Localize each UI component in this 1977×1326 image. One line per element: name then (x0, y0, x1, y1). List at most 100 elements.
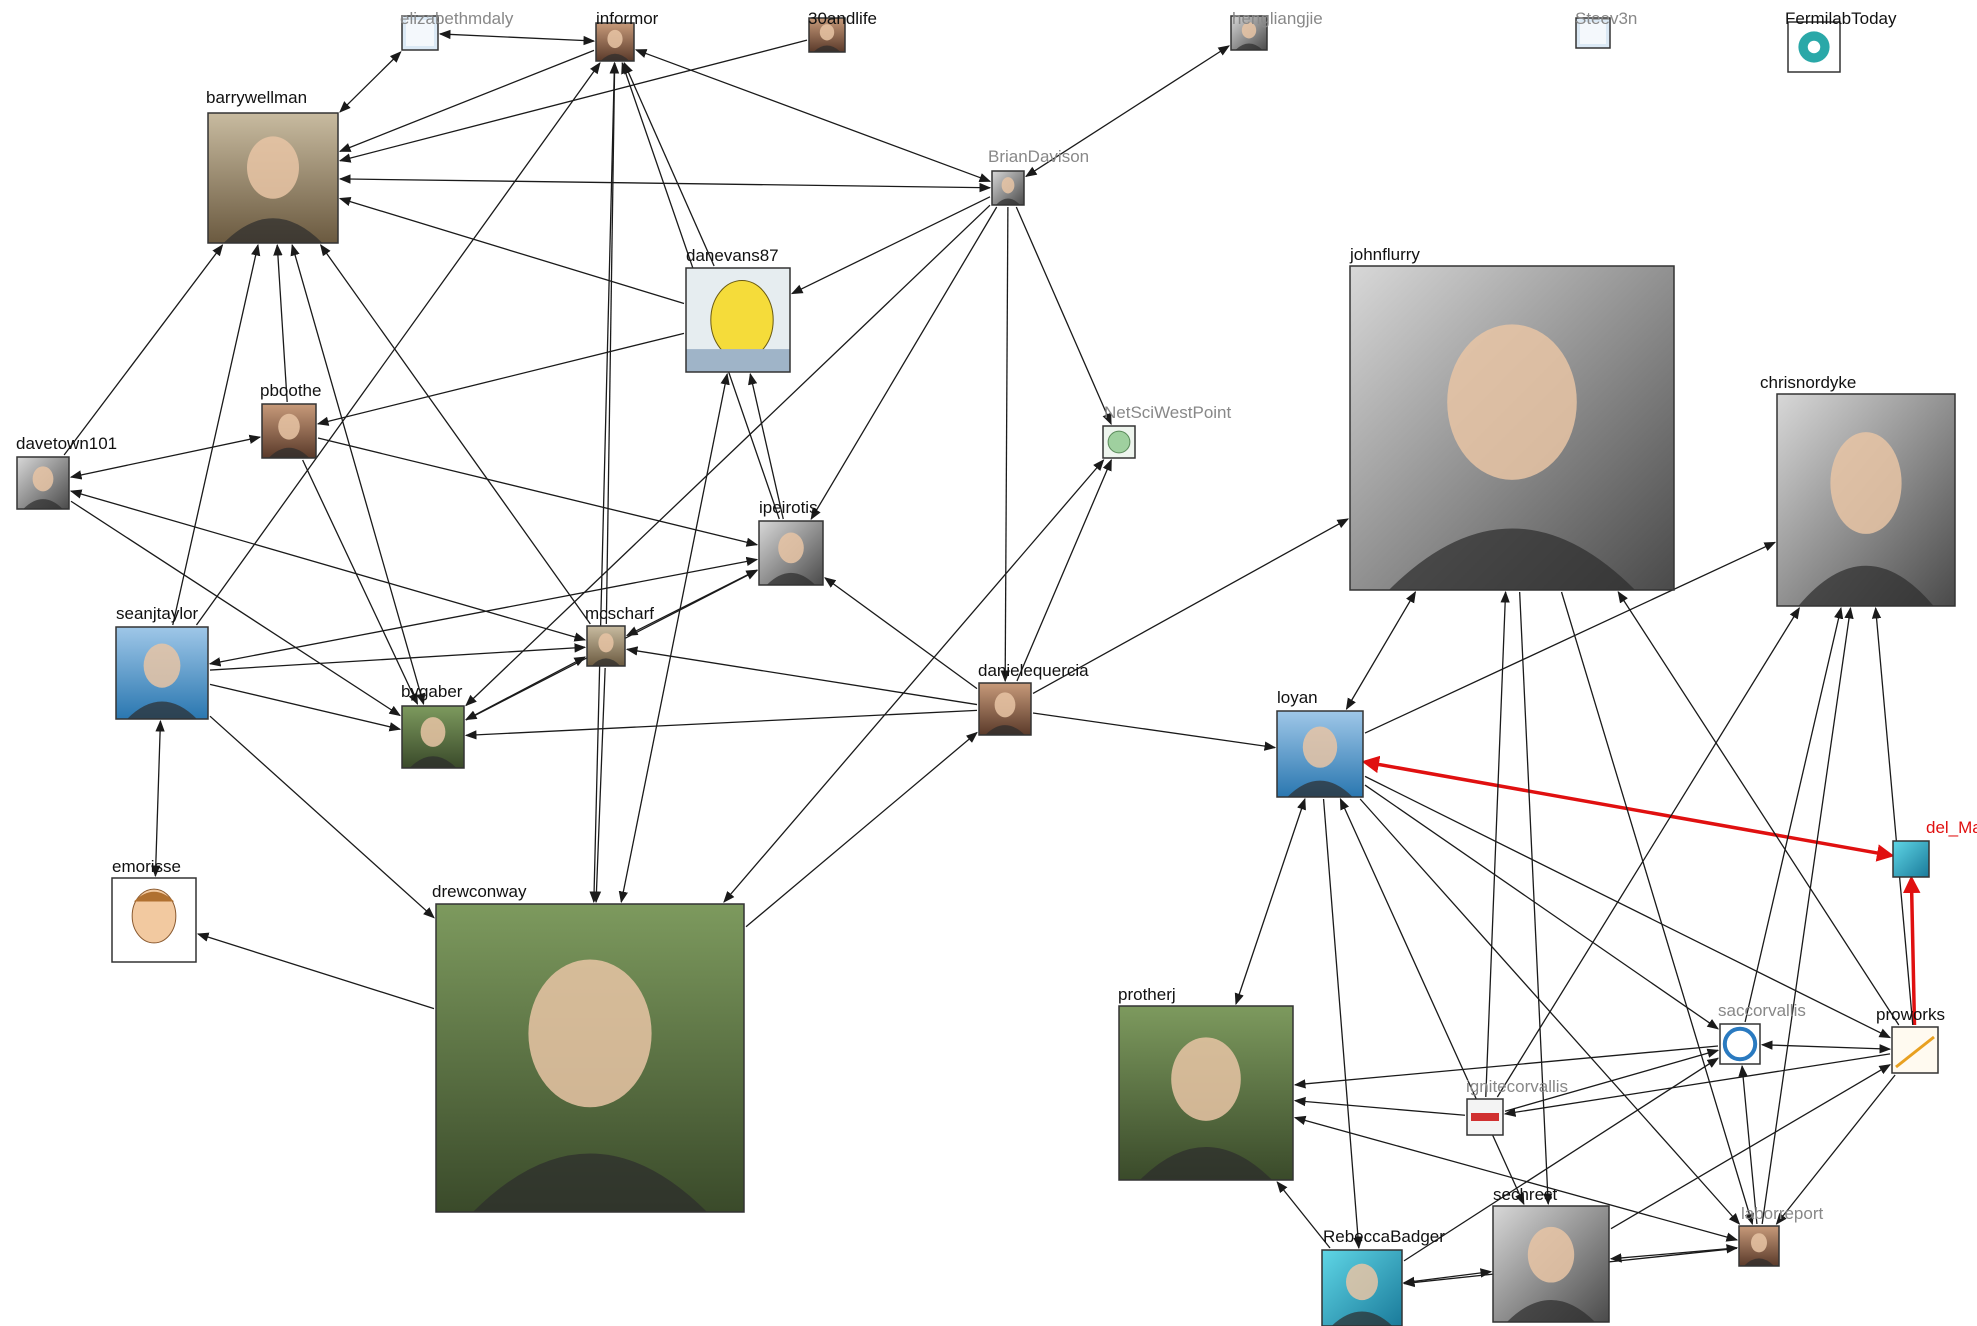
node-label-pboothe: pboothe (260, 381, 321, 400)
ignite-logo-icon (1466, 1098, 1504, 1136)
node-label-informor: informor (596, 9, 659, 28)
avatar-photo (1738, 1225, 1780, 1267)
edge-drewconway-emorisse (196, 932, 435, 1010)
node-danevans87[interactable]: danevans87 (685, 246, 791, 373)
node-saccorvallis[interactable]: saccorvallis (1718, 1001, 1806, 1065)
avatar-photo (115, 626, 209, 720)
edge-ignitecorvallis-protherj (1293, 1096, 1466, 1116)
edge-ignitecorvallis-saccorvallis (1504, 1048, 1720, 1112)
node-ignitecorvallis[interactable]: ignitecorvallis (1466, 1077, 1568, 1136)
node-ipeirotis[interactable]: ipeirotis (758, 498, 824, 586)
avatar-photo (435, 903, 745, 1213)
avatar-photo (595, 22, 635, 62)
edge-danielequercia-NetSciWestPoint (1016, 458, 1112, 682)
node-RebeccaBadger[interactable]: RebeccaBadger (1321, 1227, 1445, 1326)
node-sechrest[interactable]: sechrest (1492, 1185, 1610, 1323)
edge-pboothe-barrywellman (273, 243, 288, 403)
node-davetown101[interactable]: davetown101 (16, 434, 117, 510)
node-Steev3n[interactable]: Steev3n (1575, 9, 1637, 49)
edge-seanjtaylor-mcscharf (209, 643, 587, 671)
edge-laborreport-saccorvallis (1738, 1064, 1758, 1225)
edge-mcscharf-drewconway (591, 667, 606, 904)
edge-BrianDavison-ipeirotis (810, 206, 998, 521)
node-elizabethmdaly[interactable]: elizabethmdaly (400, 9, 514, 51)
node-del_Mar[interactable]: del_Mar (1892, 818, 1977, 878)
node-chrisnordyke[interactable]: chrisnordyke (1760, 373, 1956, 607)
node-proworks[interactable]: proworks (1876, 1005, 1945, 1074)
node-NetSciWestPoint[interactable]: NetSciWestPoint (1102, 403, 1232, 459)
node-30andlife[interactable]: 30andlife (808, 9, 877, 53)
node-FermilabToday[interactable]: FermilabToday (1785, 9, 1897, 73)
edge-proworks-ignitecorvallis (1503, 1053, 1891, 1117)
edge-loyan-proworks (1364, 775, 1892, 1039)
node-label-davetown101: davetown101 (16, 434, 117, 453)
edge-informor-BrianDavison (634, 49, 992, 183)
edge-loyan-sechrest (1339, 797, 1525, 1206)
node-label-saccorvallis: saccorvallis (1718, 1001, 1806, 1020)
blank-avatar-icon (1575, 17, 1611, 49)
node-johnflurry[interactable]: johnflurry (1349, 245, 1675, 591)
node-loyan[interactable]: loyan (1276, 688, 1364, 798)
avatar-photo (1349, 265, 1675, 591)
edge-drewconway-NetSciWestPoint (723, 459, 1105, 903)
avatar-photo (991, 170, 1025, 206)
edge-BrianDavison-danevans87 (790, 196, 991, 295)
node-label-seanjtaylor: seanjtaylor (116, 604, 199, 623)
node-informor[interactable]: informor (595, 9, 659, 62)
node-bygaber[interactable]: bygaber (401, 682, 465, 769)
edge-sechrest-proworks (1610, 1064, 1892, 1230)
edge-drewconway-danielequercia (745, 731, 978, 928)
edge-proworks-del_Mar (1902, 875, 1921, 1026)
avatar-photo (978, 682, 1032, 736)
edge-johnflurry-sechrest (1519, 591, 1553, 1206)
fermilab-logo-icon (1787, 21, 1841, 73)
avatar-photo (1892, 840, 1930, 878)
edge-pboothe-bygaber (302, 459, 419, 706)
node-label-RebeccaBadger: RebeccaBadger (1323, 1227, 1445, 1246)
edge-ignitecorvallis-chrisnordyke (1496, 607, 1800, 1098)
node-drewconway[interactable]: drewconway (432, 882, 745, 1213)
avatar-photo (16, 456, 70, 510)
edge-danevans87-barrywellman (338, 197, 685, 305)
edge-johnflurry-laborreport (1560, 591, 1754, 1226)
blank-avatar-icon (401, 15, 439, 51)
edge-RebeccaBadger-saccorvallis (1403, 1057, 1719, 1262)
edge-proworks-johnflurry (1617, 591, 1900, 1026)
cartoon-avatar-icon (111, 877, 197, 963)
node-barrywellman[interactable]: barrywellman (206, 88, 339, 244)
edge-informor-barrywellman (338, 49, 595, 152)
avatar-photo (758, 520, 824, 586)
node-label-danielequercia: danielequercia (978, 661, 1089, 680)
edge-proworks-saccorvallis (1760, 1040, 1892, 1054)
edge-loyan-RebeccaBadger (1322, 798, 1363, 1250)
edge-BrianDavison-barrywellman (338, 174, 992, 193)
node-label-ignitecorvallis: ignitecorvallis (1466, 1077, 1568, 1096)
avatar-photo (586, 625, 626, 667)
node-emorisse[interactable]: emorisse (111, 857, 197, 963)
node-BrianDavison[interactable]: BrianDavison (988, 147, 1089, 206)
avatar-photo (207, 112, 339, 244)
edge-seanjtaylor-bygaber (209, 683, 402, 732)
node-mcscharf[interactable]: mcscharf (585, 604, 654, 667)
node-seanjtaylor[interactable]: seanjtaylor (115, 604, 209, 720)
edge-barrywellman-elizabethmdaly (339, 51, 402, 113)
node-hengliangjie[interactable]: hengliangjie (1230, 9, 1323, 51)
node-protherj[interactable]: protherj (1118, 985, 1294, 1181)
edge-drewconway-informor (589, 61, 619, 904)
node-label-NetSciWestPoint: NetSciWestPoint (1104, 403, 1232, 422)
node-pboothe[interactable]: pboothe (260, 381, 321, 459)
avatar-photo (261, 403, 317, 459)
node-label-johnflurry: johnflurry (1349, 245, 1420, 264)
node-laborreport[interactable]: laborreport (1738, 1204, 1823, 1267)
chart-logo-icon (1891, 1026, 1939, 1074)
node-label-hengliangjie: hengliangjie (1232, 9, 1323, 28)
node-label-sechrest: sechrest (1493, 1185, 1558, 1204)
edge-elizabethmdaly-informor (438, 29, 596, 46)
node-label-protherj: protherj (1118, 985, 1176, 1004)
node-danielequercia[interactable]: danielequercia (978, 661, 1089, 736)
node-label-emorisse: emorisse (112, 857, 181, 876)
avatar-photo (401, 705, 465, 769)
edge-loyan-protherj (1234, 797, 1306, 1006)
node-label-mcscharf: mcscharf (585, 604, 654, 623)
edge-danevans87-informor (623, 61, 715, 267)
